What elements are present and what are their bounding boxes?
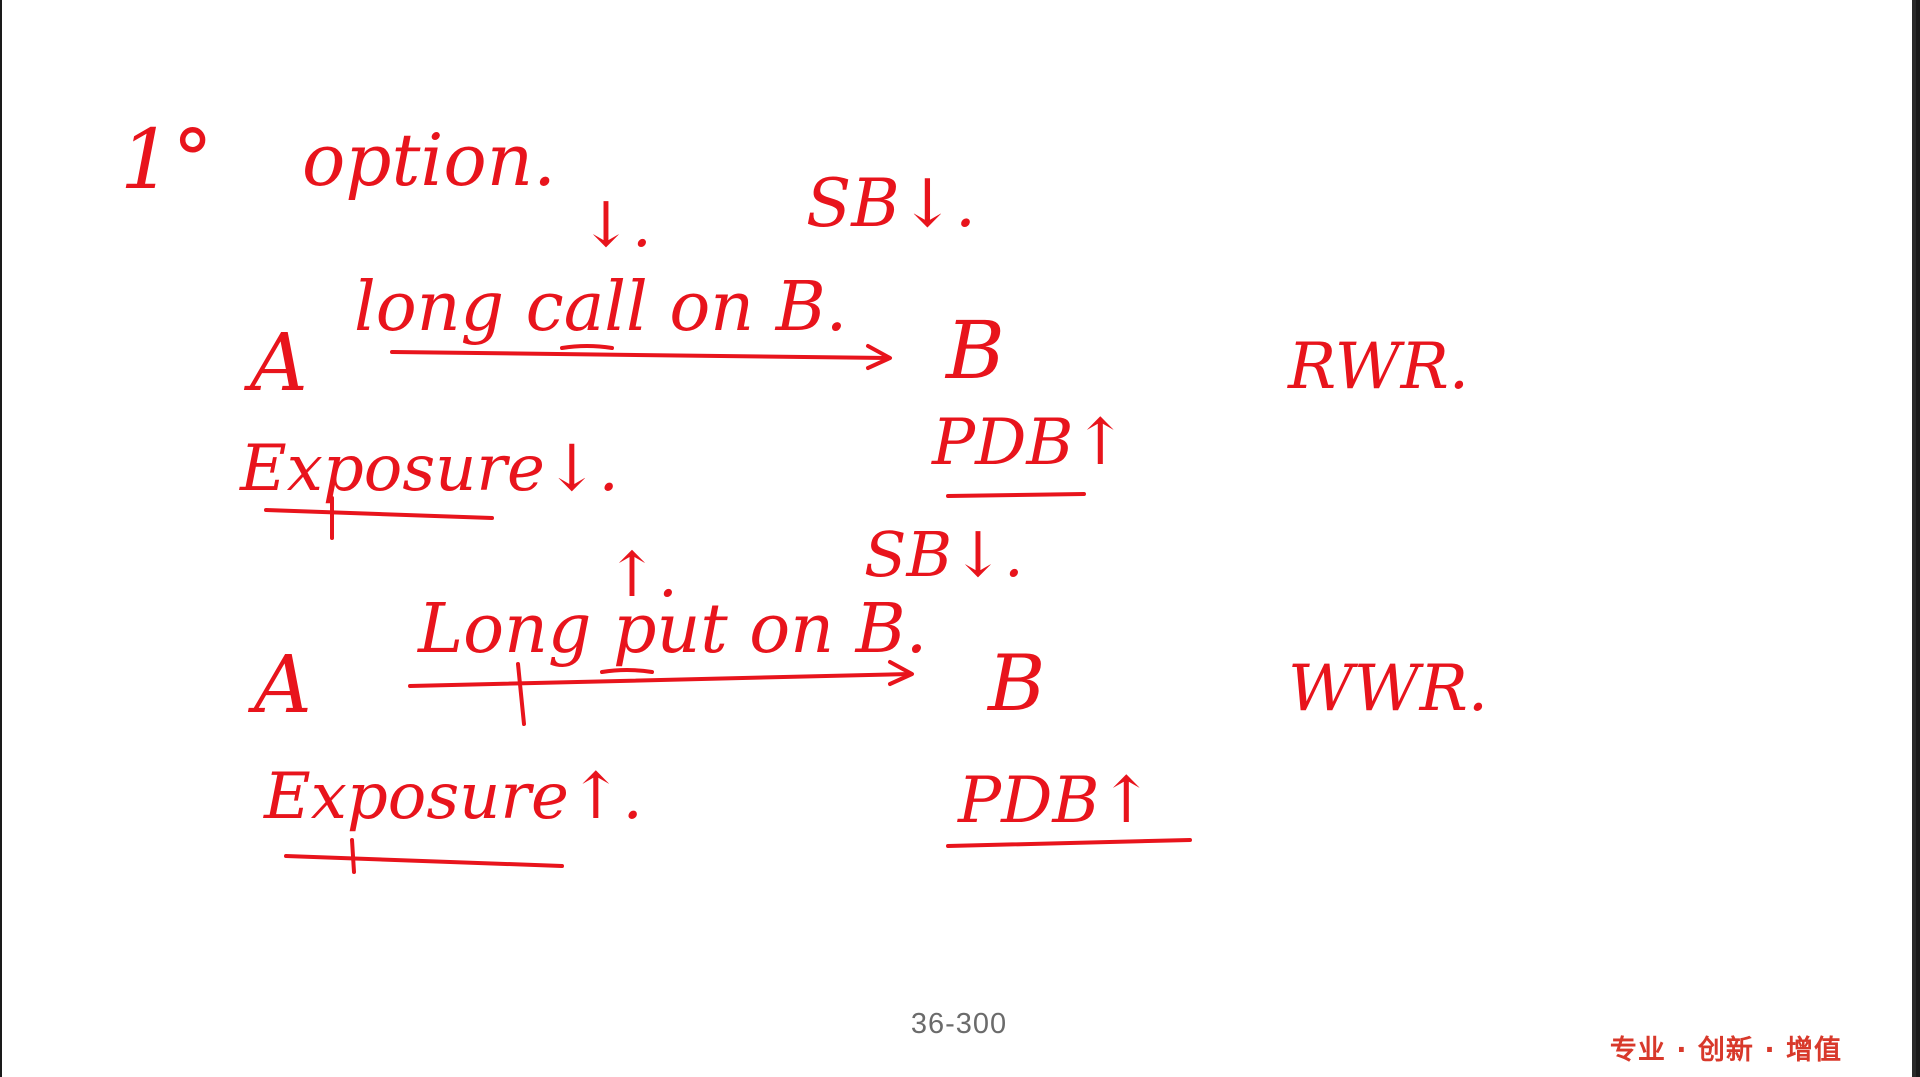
window-edge [1912, 0, 1916, 1077]
put-arrow-line [408, 672, 912, 688]
heading-title: option. [302, 118, 556, 202]
put-right-node: B [986, 639, 1045, 729]
put-risk-label: WWR. [1288, 652, 1488, 726]
put-underline-accent [600, 668, 654, 674]
put-spread-mark: ↑. [606, 538, 678, 611]
page-number: 36-300 [910, 1008, 1008, 1040]
put-arrow-head [888, 660, 914, 686]
put-arrow-label: Long put on B. [416, 590, 927, 669]
brand-slogan: 专业 · 创新 · 增值 [1609, 1035, 1842, 1066]
call-right-effect: PDB↑ [931, 406, 1127, 480]
call-right-effect-underline [946, 492, 1086, 498]
call-underline-accent [560, 344, 614, 350]
call-left-effect: Exposure↓. [239, 432, 619, 506]
put-right-effect-underline [946, 838, 1192, 848]
put-left-node: A [247, 638, 312, 731]
call-arrow-head [866, 344, 892, 370]
put-right-effect: PDB↑ [957, 764, 1153, 838]
heading-number: 1° [120, 113, 213, 208]
call-left-node: A [243, 316, 308, 409]
call-left-effect-underline [264, 508, 494, 520]
call-spread-mark: ↓. [580, 188, 652, 261]
call-arrow-line [390, 350, 890, 360]
call-spread-label: SB↓. [806, 165, 976, 242]
put-left-effect: Exposure↑. [263, 760, 643, 834]
put-spread-label: SB↓. [864, 518, 1024, 591]
put-left-effect-underline [284, 854, 564, 868]
call-right-node: B [944, 304, 1005, 397]
put-arrow-tick [516, 662, 526, 726]
call-arrow-label: long call on B. [354, 268, 847, 347]
call-risk-label: RWR. [1287, 330, 1469, 404]
put-left-effect-tick [350, 838, 356, 874]
